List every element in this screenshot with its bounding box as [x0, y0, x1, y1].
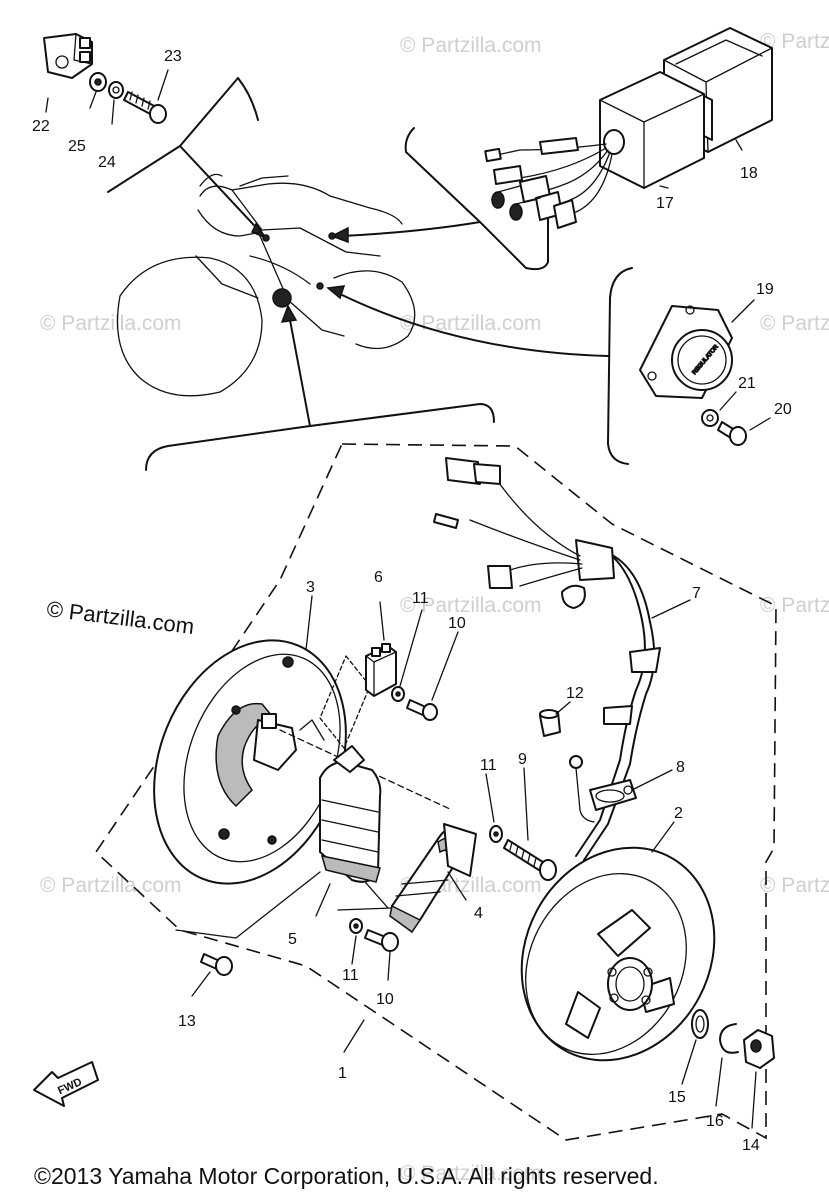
callout-18: 18: [740, 165, 758, 182]
watermark-text: © Partzilla.com: [40, 312, 182, 335]
bolt-part-20: [717, 421, 747, 446]
watermark-text: © Partzilla.com: [760, 594, 829, 617]
watermark-text: © Partzilla.com: [760, 312, 829, 335]
regulator-part-19: REGULATOR: [639, 305, 733, 399]
lock-washer-part-16: 16: [706, 1023, 739, 1130]
callout-7: 7: [692, 585, 701, 602]
callout-13: 13: [178, 1013, 196, 1030]
fasteners-middle: 11 9: [480, 751, 557, 881]
callout-1-leader: 1: [338, 1019, 365, 1082]
callout-1: 1: [338, 1065, 347, 1082]
watermark-text: © Partzilla.com: [760, 30, 829, 53]
stator-plate-part-3: 3: [153, 579, 347, 885]
callout-20: 20: [774, 401, 792, 418]
callout-24: 24: [98, 154, 116, 171]
pulser-coil-part-4: 4: [389, 823, 483, 934]
fasteners-upper: 11 10: [391, 590, 466, 721]
callout-22: 22: [32, 118, 50, 135]
watermark-text: © Partzilla.com: [400, 312, 542, 335]
callout-6: 6: [374, 569, 383, 586]
callout-15: 15: [668, 1089, 686, 1106]
flywheel-rotor-part-2: 2: [520, 805, 716, 1062]
callout-4: 4: [474, 905, 483, 922]
watermark-text: © Partzilla.com: [400, 34, 542, 57]
washer-part-21: [701, 409, 719, 427]
inset-top-right: 17 18: [330, 27, 773, 271]
ignition-coil-part-17: [599, 71, 705, 189]
screw-part-13: 13: [178, 953, 233, 1030]
callout-3: 3: [306, 579, 315, 596]
connector-part-6: 6: [365, 569, 397, 697]
screw-part-10: [364, 929, 399, 952]
grommet-part-12: 12: [539, 685, 595, 823]
callout-17: 17: [656, 195, 674, 212]
washer-part-15: 15: [668, 1009, 709, 1106]
clamp-part-8: 8: [589, 759, 685, 811]
watermark-text: © Partzilla.com: [400, 1162, 542, 1185]
assembly-boundary: [94, 443, 777, 1141]
callout-23: 23: [164, 48, 182, 65]
callout-19: 19: [756, 281, 774, 298]
fasteners-lower: 11 10: [342, 918, 399, 1008]
callout-11: 11: [412, 590, 429, 607]
coil-part-5: 5: [288, 745, 382, 948]
callout-25: 25: [68, 138, 86, 155]
forward-direction-badge: FWD: [33, 1061, 99, 1107]
callout-21: 21: [738, 375, 756, 392]
screw-part-9: [503, 839, 557, 881]
wire-harness-part-7: 7: [433, 457, 701, 861]
motorcycle-outline: [116, 173, 416, 397]
callout-5: 5: [288, 931, 297, 948]
lock-washer-part-24: [108, 81, 124, 99]
callout-10: 10: [376, 991, 394, 1008]
watermark-text: © Partzilla.com: [400, 594, 542, 617]
callout-9: 9: [518, 751, 527, 768]
callout-2: 2: [674, 805, 683, 822]
bracket-part-22: [43, 33, 93, 79]
callout-11: 11: [480, 757, 497, 774]
callout-8: 8: [676, 759, 685, 776]
callout-11: 11: [342, 967, 359, 984]
screw-part-23: [123, 91, 167, 124]
callout-12: 12: [566, 685, 584, 702]
callout-16: 16: [706, 1113, 724, 1130]
callout-10: 10: [448, 615, 466, 632]
screw-part-10: [406, 699, 438, 721]
callout-14: 14: [742, 1137, 760, 1154]
copyright-notice: ©2013 Yamaha Motor Corporation, U.S.A. A…: [34, 1163, 659, 1189]
inset-top-left: 22 25 24 23: [32, 33, 269, 240]
watermarks: © Partzilla.com © Partzilla.com © Partzi…: [40, 30, 829, 1185]
watermark-text: © Partzilla.com: [760, 874, 829, 897]
assembly-pointer: [145, 304, 495, 471]
wiring-connectors-part-17: [484, 137, 613, 229]
watermark-text: © Partzilla.com: [40, 874, 182, 897]
watermark-main: © Partzilla.com: [45, 596, 195, 639]
nut-part-14: 14: [742, 1029, 775, 1154]
inset-right: REGULATOR 19 21 20: [326, 267, 792, 465]
